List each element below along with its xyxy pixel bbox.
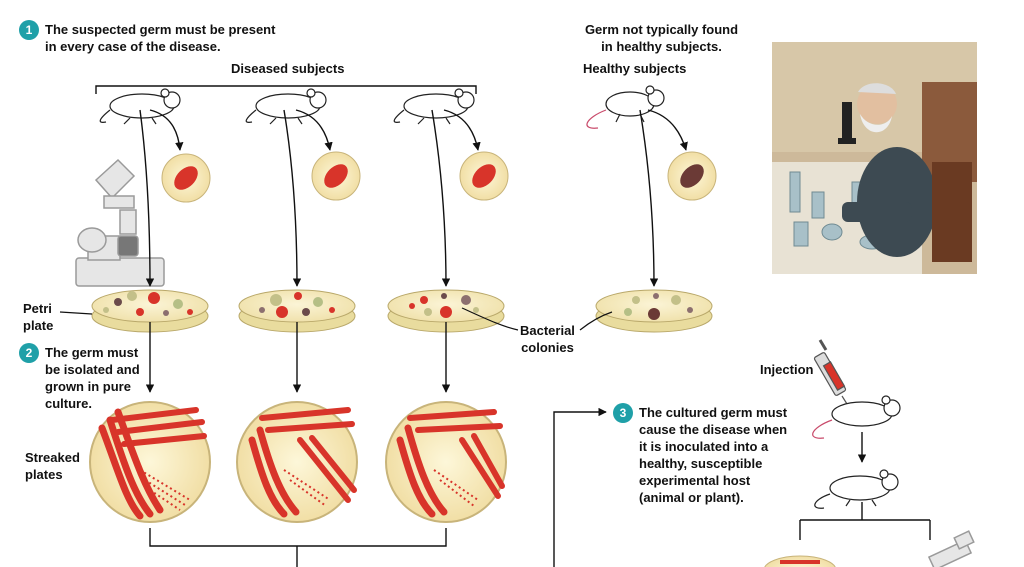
streaked-plate-1 bbox=[89, 401, 211, 523]
streaked-plates-label: Streaked plates bbox=[25, 450, 80, 482]
step-2-number: 2 bbox=[19, 343, 39, 363]
injection-label: Injection bbox=[760, 362, 814, 377]
bottom-plate-partial bbox=[764, 555, 836, 567]
step-1-number: 1 bbox=[19, 20, 39, 40]
step-2-text: The germ must be isolated and grown in p… bbox=[45, 345, 140, 411]
germ-circle-1 bbox=[161, 153, 211, 203]
bacterial-colonies-label: Bacterial colonies bbox=[520, 323, 575, 355]
healthy-mouse bbox=[586, 85, 665, 129]
step-3-number: 3 bbox=[613, 403, 633, 423]
petri-plate-2 bbox=[238, 289, 356, 333]
germ-circle-3 bbox=[459, 151, 509, 201]
colonies-2 bbox=[259, 292, 335, 318]
healthy-subjects-label: Healthy subjects bbox=[583, 61, 687, 76]
colonies-3 bbox=[409, 293, 479, 318]
sick-mouse bbox=[814, 469, 899, 509]
syringe-icon bbox=[813, 339, 853, 413]
germ-circle-2 bbox=[311, 151, 361, 201]
streaked-plate-2 bbox=[236, 401, 358, 523]
streaked-plate-3 bbox=[385, 401, 507, 523]
koch-portrait-image bbox=[772, 42, 977, 274]
colonies-healthy bbox=[624, 293, 693, 320]
colonies-1 bbox=[103, 291, 193, 316]
healthy-note: Germ not typically found in healthy subj… bbox=[584, 22, 739, 54]
diseased-subjects-bracket bbox=[95, 85, 477, 94]
step-1-text: The suspected germ must be present in ev… bbox=[45, 22, 276, 54]
bottom-microscope-partial bbox=[927, 530, 975, 567]
diseased-mouse-1 bbox=[99, 88, 181, 125]
step-3-text: The cultured germ must cause the disease… bbox=[639, 405, 788, 505]
diseased-subjects-label: Diseased subjects bbox=[231, 61, 345, 76]
microscope-icon bbox=[75, 158, 165, 287]
petri-plate-label: Petri plate bbox=[23, 301, 54, 333]
germ-circle-healthy bbox=[667, 151, 717, 201]
inoculated-mouse bbox=[812, 395, 901, 439]
